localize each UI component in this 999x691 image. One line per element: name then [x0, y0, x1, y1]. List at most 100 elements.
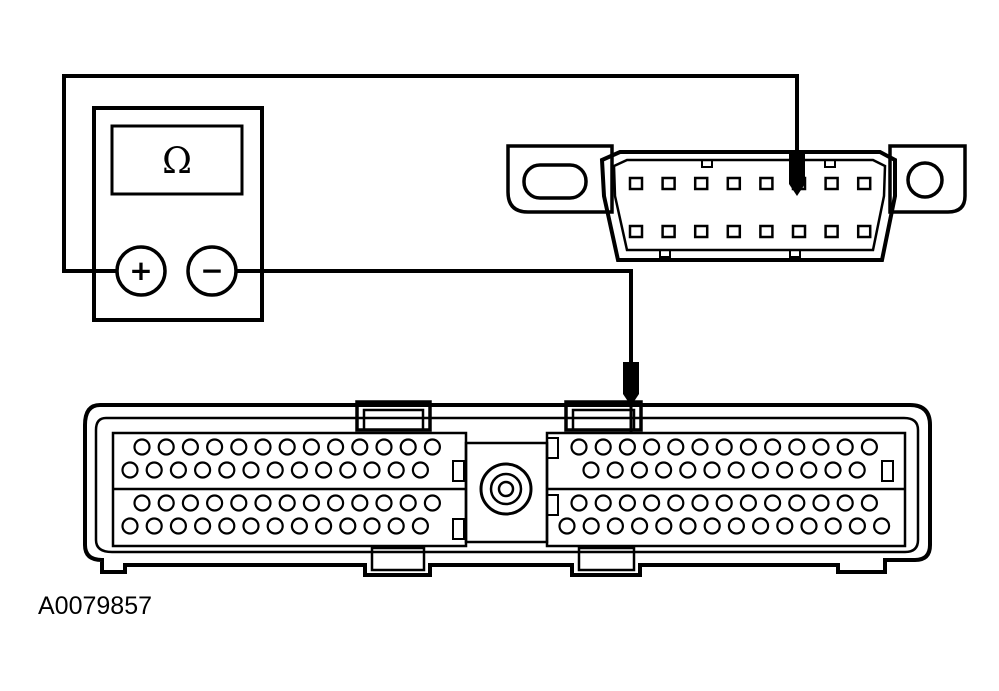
pcm-pin — [788, 494, 806, 512]
pcm-pin — [387, 517, 405, 535]
pcm-key — [452, 518, 465, 540]
dlc-pin — [791, 224, 807, 239]
figure-id: A0079857 — [38, 592, 152, 620]
pcm-pin — [169, 517, 187, 535]
pcm-pin — [363, 517, 381, 535]
pcm-pin — [824, 517, 842, 535]
pcm-pin — [570, 438, 588, 456]
pcm-pin — [351, 438, 369, 456]
pcm-pin — [872, 517, 891, 535]
pcm-pin — [133, 494, 151, 512]
pcm-pin — [254, 438, 272, 456]
pcm-pin — [679, 461, 697, 479]
pcm-pin — [582, 461, 600, 479]
data-link-connector — [506, 144, 967, 262]
pcm-pin — [727, 461, 745, 479]
pcm-pin — [206, 494, 224, 512]
pcm-pin — [411, 461, 429, 479]
dlc-key-tab — [659, 249, 671, 258]
pcm-pin — [594, 494, 612, 512]
pcm-pin — [582, 517, 600, 535]
dlc-pin — [628, 176, 644, 191]
pcm-test-probe — [623, 362, 639, 406]
pcm-pin — [145, 517, 163, 535]
pcm-pin — [848, 517, 867, 535]
pcm-pin — [290, 461, 308, 479]
dlc-test-probe — [789, 152, 805, 196]
pcm-pin — [315, 517, 333, 535]
dlc-pin — [661, 176, 676, 191]
pcm-pin — [121, 461, 139, 479]
pcm-pin — [339, 517, 357, 535]
dlc-pin — [693, 224, 709, 239]
pcm-key — [452, 460, 465, 482]
ohmmeter: Ω + − — [92, 106, 264, 322]
pcm-bottom-tab — [577, 546, 636, 572]
pcm-pin — [812, 438, 830, 456]
test-lead-negative — [237, 269, 633, 362]
pcm-pin — [290, 517, 308, 535]
pcm-pin — [315, 461, 333, 479]
pcm-pin — [630, 461, 649, 479]
pcm-key — [881, 460, 894, 482]
pcm-lock-tab-inner — [362, 408, 425, 432]
dlc-pin — [628, 224, 644, 239]
pcm-pin — [230, 438, 248, 456]
pcm-pin — [679, 517, 697, 535]
pcm-jack-screw-inner — [489, 472, 523, 506]
pcm-pin — [691, 438, 709, 456]
dlc-pin — [856, 176, 872, 191]
pcm-pin — [776, 517, 794, 535]
pcm-pin — [739, 494, 758, 512]
negative-terminal-label: − — [200, 254, 223, 287]
dlc-shell — [599, 150, 897, 262]
pcm-pin — [763, 494, 782, 512]
dlc-pin — [726, 176, 742, 191]
pcm-pin — [751, 517, 770, 535]
pcm-pin — [860, 494, 879, 512]
dlc-pin — [759, 224, 774, 239]
pcm-lock-tab-inner — [571, 408, 636, 432]
dlc-pins — [628, 176, 872, 239]
pcm-pin — [848, 461, 866, 479]
pcm-pin — [157, 494, 175, 512]
pcm-pin — [169, 461, 187, 479]
pcm-pin — [121, 517, 139, 535]
dlc-pin — [759, 176, 774, 191]
pcm-pin — [763, 438, 782, 456]
pcm-pin — [194, 517, 212, 535]
pcm-pin — [606, 517, 625, 535]
dlc-pin — [856, 224, 872, 239]
pcm-pin — [606, 461, 624, 479]
pcm-pins — [121, 438, 891, 535]
pcm-pin — [327, 494, 345, 512]
pcm-pin — [266, 517, 284, 535]
pcm-pin — [703, 517, 721, 535]
pcm-pin — [327, 438, 345, 456]
pcm-pin — [242, 517, 260, 535]
pcm-pin — [618, 438, 637, 456]
negative-terminal — [186, 245, 238, 297]
pcm-pin — [654, 461, 673, 479]
pcm-pin — [727, 517, 746, 535]
dlc-mounting-slot — [522, 163, 588, 200]
dlc-pin — [824, 176, 839, 191]
pcm-pin — [302, 438, 320, 456]
pcm-bottom-tab — [370, 546, 426, 572]
pcm-pin — [423, 438, 441, 456]
pcm-pin — [800, 517, 818, 535]
ohm-symbol: Ω — [162, 141, 192, 182]
pcm-pin — [618, 494, 637, 512]
pcm-jack-screw — [479, 462, 533, 516]
dlc-key-tab — [701, 159, 713, 168]
dlc-pin — [693, 176, 709, 191]
pcm-pin — [812, 494, 830, 512]
pcm-pin — [715, 494, 733, 512]
pcm-connector — [83, 362, 932, 577]
pcm-pin — [751, 461, 770, 479]
pcm-pin — [266, 461, 284, 479]
dlc-right-flange — [888, 144, 967, 214]
pcm-pin — [411, 517, 429, 535]
pcm-pin — [254, 494, 272, 512]
pcm-pin — [230, 494, 248, 512]
